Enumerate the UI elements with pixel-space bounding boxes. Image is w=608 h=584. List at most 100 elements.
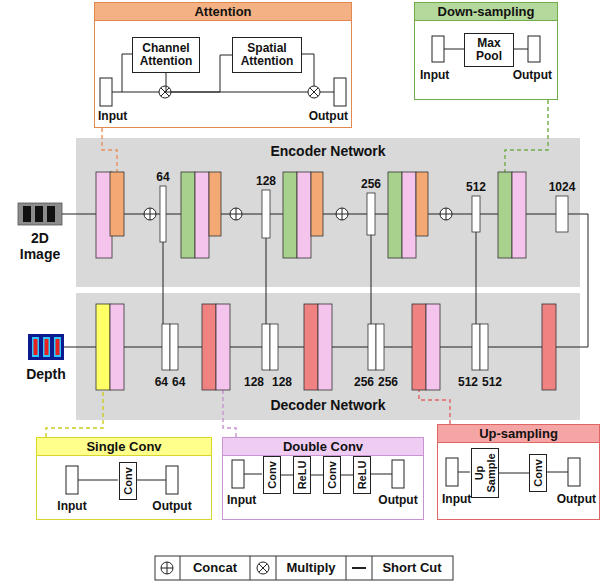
text-label: 256 bbox=[361, 177, 381, 191]
upsample-block bbox=[412, 304, 426, 390]
band-title: Decoder Network bbox=[76, 397, 580, 413]
legend-text: Short Cut bbox=[382, 560, 441, 576]
feature-map bbox=[376, 324, 384, 370]
input-stub bbox=[432, 36, 444, 62]
legend-text: Concat bbox=[193, 560, 237, 576]
depth-image-halo bbox=[32, 337, 61, 357]
output-stub bbox=[528, 36, 540, 62]
downsample-block bbox=[181, 172, 195, 258]
feature-map bbox=[160, 186, 166, 242]
label-box: Output bbox=[152, 499, 191, 513]
legend-shortcut-line bbox=[352, 567, 366, 569]
label-box: 64 bbox=[156, 170, 169, 184]
input-stub bbox=[232, 460, 244, 488]
concat-symbol bbox=[144, 208, 156, 220]
input-stub bbox=[446, 458, 458, 486]
text-label: 128 bbox=[244, 375, 264, 389]
text-label: Input bbox=[98, 109, 127, 123]
double-conv-block bbox=[512, 172, 526, 258]
operation-box: ReLU bbox=[293, 456, 311, 494]
upsample-block bbox=[304, 304, 318, 390]
legend-text: Multiply bbox=[286, 560, 335, 576]
panel-header: Down-sampling bbox=[415, 3, 557, 21]
output-stub bbox=[166, 466, 178, 494]
multiply-symbol bbox=[308, 86, 320, 98]
operation-box: Conv bbox=[323, 456, 341, 494]
operation-box: Spatial Attention bbox=[232, 37, 302, 73]
double-conv-block bbox=[318, 304, 332, 390]
box-label: Max Pool bbox=[465, 37, 513, 63]
box-label: Spatial Attention bbox=[233, 42, 301, 68]
text-label: Output bbox=[378, 493, 417, 507]
label-box: Input bbox=[98, 109, 127, 123]
operation-box: Conv bbox=[529, 454, 547, 492]
label-box: 256 bbox=[378, 375, 398, 389]
label-box: Depth bbox=[26, 366, 66, 382]
label-box: 256 bbox=[361, 177, 381, 191]
label-box: 256 bbox=[354, 375, 374, 389]
concat-symbol bbox=[230, 208, 242, 220]
concat-symbol bbox=[336, 208, 348, 220]
downsample-block bbox=[283, 172, 297, 258]
double-conv-block bbox=[426, 304, 440, 390]
operation-box: Conv bbox=[119, 462, 137, 500]
text-label: 64 bbox=[156, 170, 169, 184]
panel-title: Down-sampling bbox=[415, 3, 557, 20]
multiply-symbol bbox=[161, 88, 169, 96]
label-box: 512 bbox=[466, 180, 486, 194]
single-conv-leader bbox=[46, 390, 103, 437]
feature-map bbox=[556, 196, 568, 232]
feature-map bbox=[170, 324, 178, 370]
upsample-block bbox=[542, 304, 556, 390]
attention-block bbox=[416, 172, 428, 236]
box-label: Conv bbox=[532, 459, 544, 487]
double-conv-block bbox=[195, 172, 209, 258]
legend-concat-symbol bbox=[161, 562, 173, 574]
multiply-symbol bbox=[310, 88, 318, 96]
text-label: Output bbox=[152, 499, 191, 513]
double-conv-block bbox=[402, 172, 416, 258]
text-label: 256 bbox=[354, 375, 374, 389]
concat-symbol bbox=[144, 208, 156, 220]
label-box: 64 bbox=[172, 375, 185, 389]
text-label: 256 bbox=[378, 375, 398, 389]
module-wire bbox=[78, 49, 568, 480]
attention-block bbox=[110, 172, 124, 236]
feature-map bbox=[270, 324, 278, 370]
text-label: Input bbox=[420, 68, 449, 82]
label-box: Input bbox=[442, 492, 471, 506]
text-label: 128 bbox=[272, 375, 292, 389]
text-label: 128 bbox=[256, 174, 276, 188]
output-stub bbox=[392, 460, 404, 488]
panel-title: Attention bbox=[95, 3, 351, 20]
text-label: Output bbox=[557, 492, 596, 506]
label-box: 512 bbox=[482, 375, 502, 389]
legend-multiply-symbol bbox=[259, 564, 267, 572]
legend-entry: Short Cut bbox=[382, 560, 441, 576]
input-stub bbox=[66, 466, 78, 494]
text-label: Output bbox=[309, 109, 348, 123]
output-stub bbox=[568, 458, 580, 486]
text-label: Depth bbox=[26, 366, 66, 382]
text-label: 2D Image bbox=[14, 230, 66, 262]
label-box: 128 bbox=[256, 174, 276, 188]
box-label: Channel Attention bbox=[133, 42, 199, 68]
legend-frame bbox=[155, 556, 453, 580]
concat-symbol bbox=[230, 208, 242, 220]
upsample-block bbox=[202, 304, 216, 390]
box-label: Conv bbox=[122, 467, 134, 495]
encoder-wire bbox=[62, 214, 588, 347]
box-label: Conv bbox=[326, 461, 338, 489]
feature-map bbox=[367, 193, 375, 235]
panel-header: Single Conv bbox=[37, 438, 211, 456]
downsampling-leader bbox=[505, 100, 548, 172]
attention-block bbox=[209, 172, 221, 236]
operation-box: Max Pool bbox=[464, 33, 514, 67]
connector bbox=[341, 475, 353, 476]
box-label: ReLU bbox=[296, 461, 308, 490]
legend-entry: Concat bbox=[193, 560, 237, 576]
double-conv-block bbox=[110, 304, 124, 390]
decoder-wire bbox=[64, 347, 542, 348]
